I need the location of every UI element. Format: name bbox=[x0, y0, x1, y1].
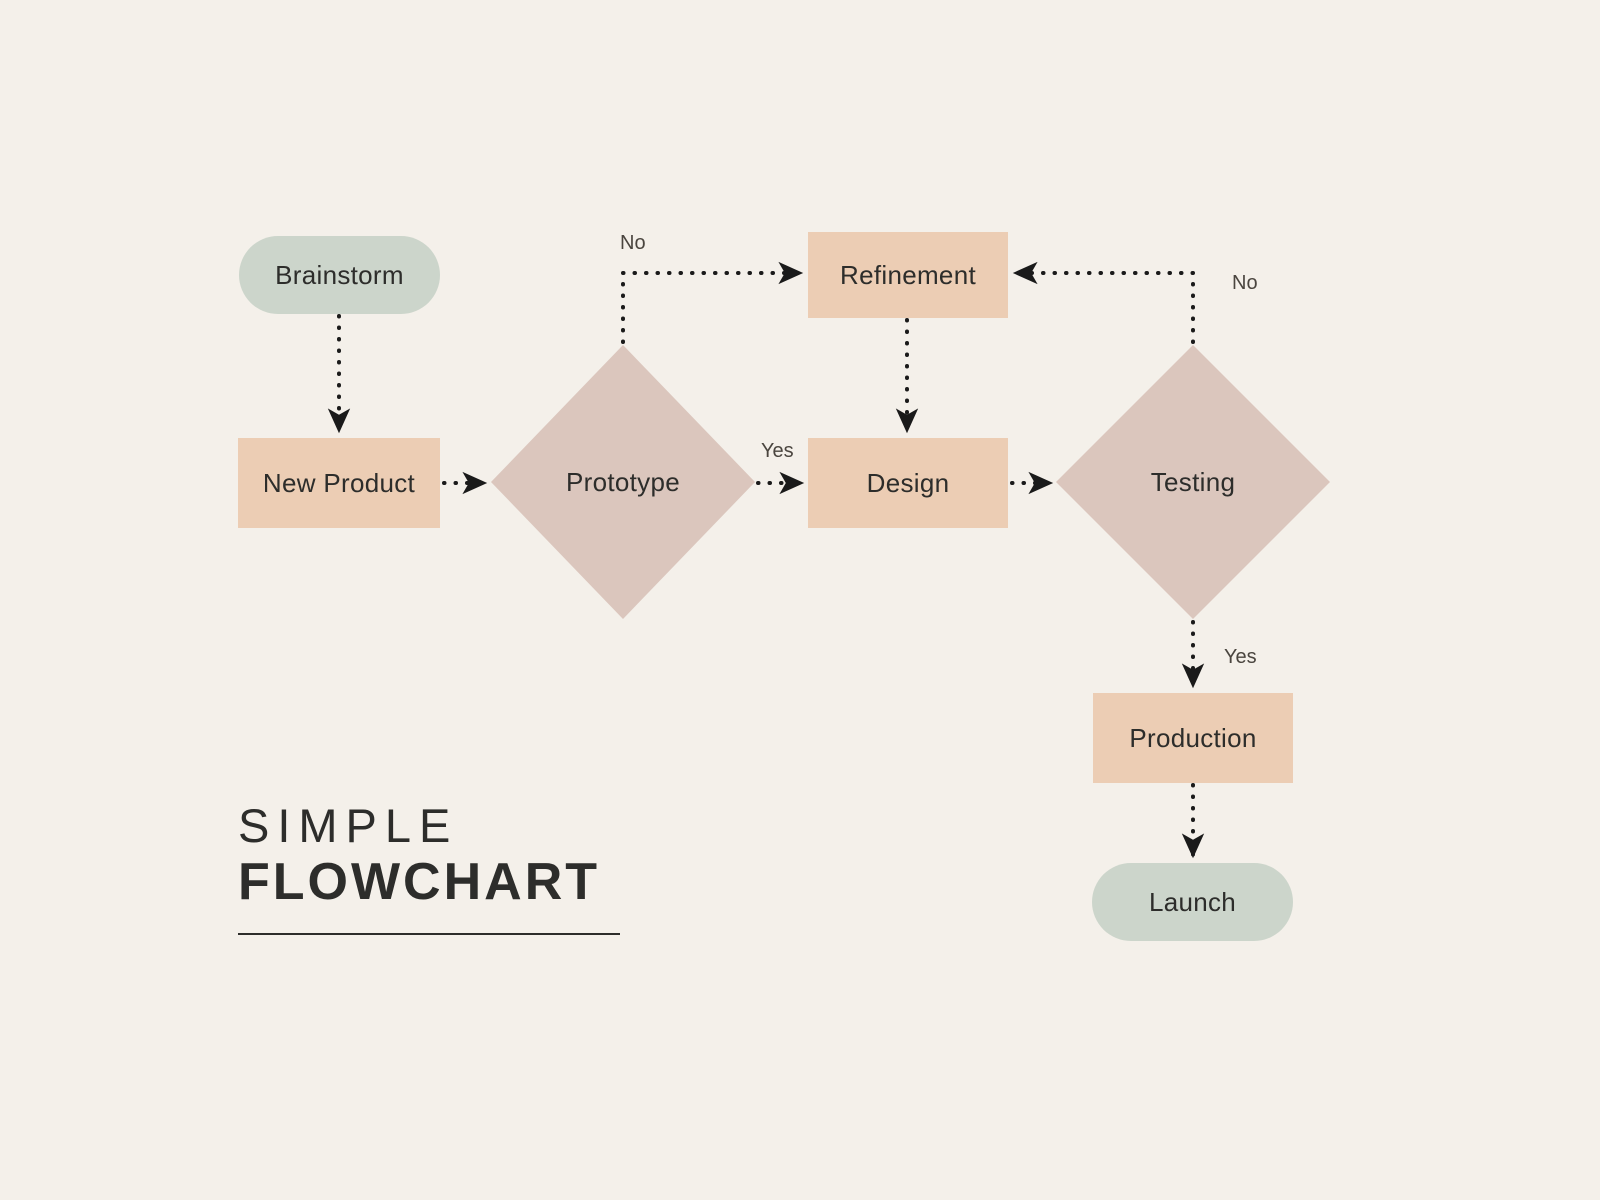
node-prototype-label: Prototype bbox=[566, 467, 680, 497]
node-testing[interactable]: Testing bbox=[1056, 345, 1330, 619]
edge-label-yes-production: Yes bbox=[1224, 646, 1257, 668]
node-new-product[interactable]: New Product bbox=[238, 438, 440, 528]
edge-label-no-testing: No bbox=[1232, 272, 1258, 294]
title-block: SIMPLE FLOWCHART bbox=[238, 799, 658, 935]
node-prototype[interactable]: Prototype bbox=[491, 345, 755, 619]
edge-label-yes-design: Yes bbox=[761, 440, 794, 462]
node-refinement[interactable]: Refinement bbox=[808, 232, 1008, 318]
node-new-product-label: New Product bbox=[262, 468, 416, 498]
page-title-line-2: FLOWCHART bbox=[238, 852, 601, 911]
page-title-line-1: SIMPLE bbox=[238, 799, 459, 852]
node-launch-label: Launch bbox=[1148, 887, 1237, 917]
node-launch[interactable]: Launch bbox=[1092, 863, 1293, 941]
edge-prototype-no-refinement bbox=[621, 261, 804, 344]
edge-testing-no-refinement bbox=[1012, 261, 1195, 344]
node-testing-label: Testing bbox=[1150, 467, 1236, 497]
node-brainstorm-label: Brainstorm bbox=[275, 260, 404, 290]
node-design[interactable]: Design bbox=[808, 438, 1008, 528]
title-underline-divider bbox=[238, 932, 620, 935]
prototype-diamond-icon bbox=[491, 345, 755, 619]
node-brainstorm[interactable]: Brainstorm bbox=[239, 236, 440, 314]
node-refinement-label: Refinement bbox=[840, 260, 976, 290]
node-production[interactable]: Production bbox=[1093, 693, 1293, 783]
edge-label-no-prototype: No bbox=[620, 232, 646, 254]
node-production-label: Production bbox=[1129, 723, 1257, 753]
node-design-label: Design bbox=[866, 468, 950, 498]
testing-diamond-icon bbox=[1056, 345, 1330, 619]
